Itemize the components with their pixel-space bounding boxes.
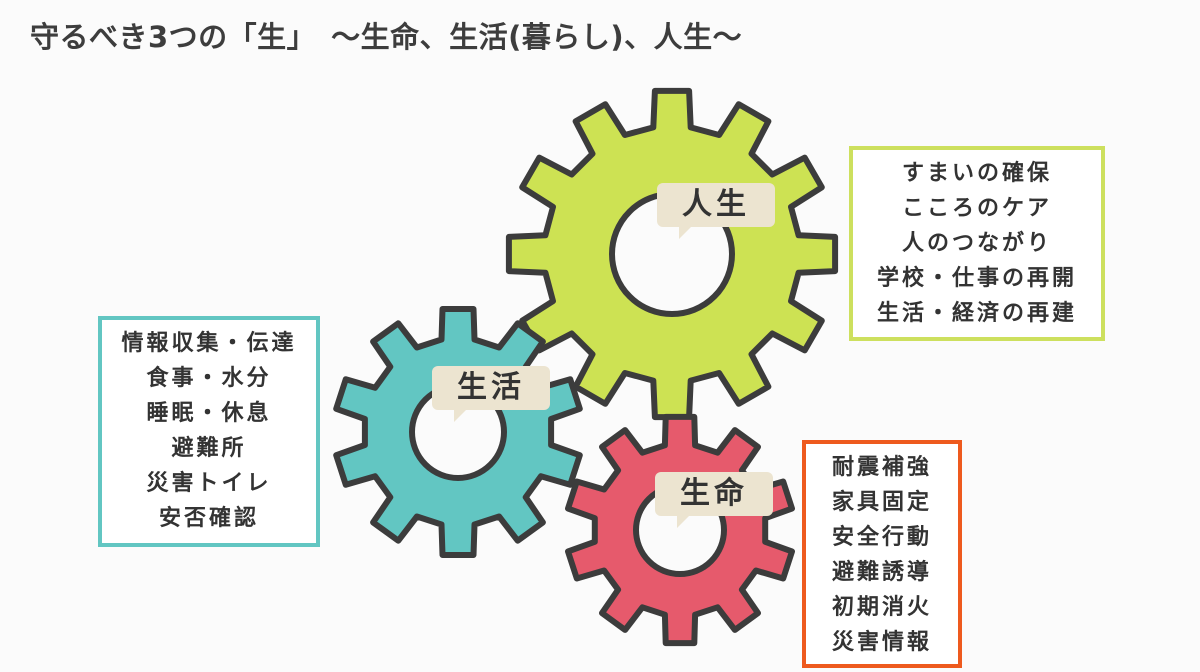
living-gear [333, 306, 583, 558]
vital-measure-item: 安全行動 [831, 525, 932, 550]
life-measure-item: 人のつながり [901, 231, 1052, 256]
vital-measure-item: 耐震補強 [831, 455, 932, 480]
living-gear-label: 生活 [432, 366, 550, 422]
life-gear [505, 87, 839, 421]
living-measures-box: 情報収集・伝達食事・水分睡眠・休息避難所災害トイレ安否確認 [98, 316, 320, 547]
vital-gear-label: 生命 [655, 472, 773, 528]
life-gear-label: 人生 [657, 183, 775, 239]
life-measure-item: 学校・仕事の再開 [876, 266, 1077, 291]
living-measure-item: 安否確認 [158, 506, 259, 531]
vital-gear [565, 413, 795, 647]
vital-measures-box: 耐震補強家具固定安全行動避難誘導初期消火災害情報 [802, 440, 962, 668]
vital-measure-item: 初期消火 [831, 595, 932, 620]
living-measure-item: 睡眠・休息 [146, 401, 272, 426]
living-measure-item: 情報収集・伝達 [121, 331, 297, 356]
vital-measure-item: 家具固定 [831, 490, 932, 515]
life-measure-item: 生活・経済の再建 [876, 301, 1077, 326]
vital-measure-item: 避難誘導 [831, 560, 932, 585]
living-measure-item: 避難所 [171, 436, 247, 461]
life-measure-item: すまいの確保 [901, 161, 1052, 186]
living-measure-item: 食事・水分 [146, 366, 272, 391]
life-measures-box: すまいの確保こころのケア人のつながり学校・仕事の再開生活・経済の再建 [849, 146, 1105, 341]
vital-measure-item: 災害情報 [831, 630, 932, 655]
page-title: 守るべき3つの「生」 ～生命、生活(暮らし)、人生～ [30, 20, 743, 54]
living-measure-item: 災害トイレ [146, 471, 272, 496]
life-measure-item: こころのケア [901, 196, 1052, 221]
